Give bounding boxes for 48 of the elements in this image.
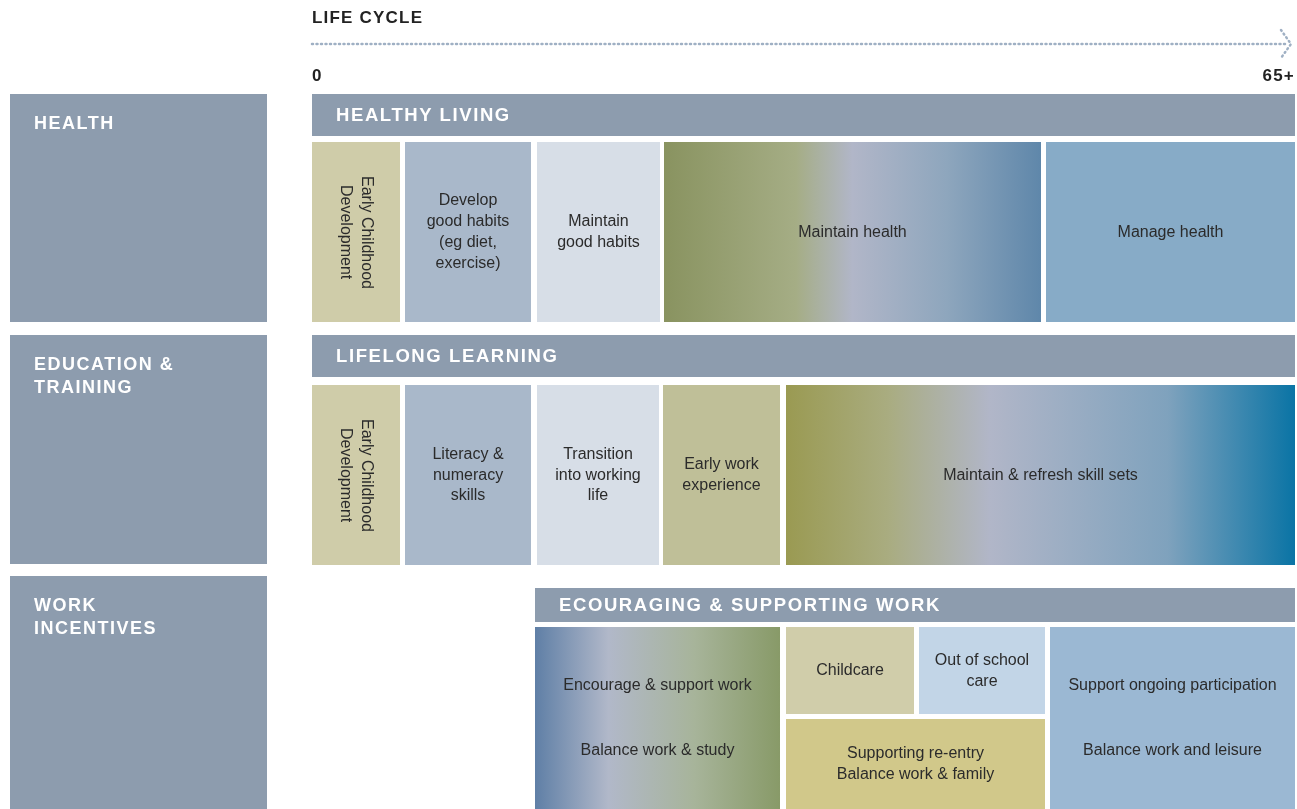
stage-box (537, 142, 660, 322)
stage-box (786, 385, 1295, 565)
stage-text: Develop good habits (eg diet, exercise) (425, 190, 511, 273)
band-header (312, 94, 1295, 136)
band-title: LIFELONG LEARNING (336, 343, 559, 368)
row-label-panel (10, 94, 267, 322)
stage-text: Balance work & family (836, 764, 995, 784)
row-label: EDUCATION & TRAINING (34, 353, 176, 398)
band-header (312, 335, 1295, 377)
stage-box (405, 385, 531, 565)
stage-text: Childcare (816, 660, 884, 681)
stage-box (535, 627, 780, 809)
band-header (535, 588, 1295, 622)
axis-title: LIFE CYCLE (312, 8, 424, 28)
stage-box (1050, 627, 1295, 809)
stage-text: Literacy & numeracy skills (431, 443, 505, 506)
stage-box (663, 385, 780, 565)
stage-text: Maintain good habits (556, 211, 641, 252)
stage-text: Supporting re-entry (847, 743, 984, 764)
stage-text: Balance work and leisure (1083, 740, 1262, 761)
stage-text: Early Childhood Development (337, 174, 377, 291)
stage-box (537, 385, 659, 565)
stage-box (405, 142, 531, 322)
stage-box (786, 719, 1045, 809)
row-label: WORK INCENTIVES (34, 594, 159, 639)
stage-text: Manage health (1117, 221, 1224, 242)
stage-text: Early work experience (681, 454, 762, 495)
axis-tick-label: 65+ (1262, 66, 1295, 86)
stage-box (919, 627, 1045, 714)
stage-text: Maintain health (798, 221, 907, 242)
stage-text: Transition into working life (554, 443, 642, 506)
band-title: ECOURAGING & SUPPORTING WORK (559, 592, 941, 617)
stage-text: Out of school care (933, 649, 1031, 691)
row-label-panel (10, 576, 267, 809)
stage-text: Early Childhood Development (337, 417, 377, 534)
stage-box (312, 385, 400, 565)
stage-text: Support ongoing participation (1068, 675, 1277, 696)
stage-box (786, 627, 914, 714)
stage-text: Balance work & study (580, 740, 735, 761)
stage-box (1046, 142, 1295, 322)
row-label: HEALTH (34, 112, 115, 135)
band-title: HEALTHY LIVING (336, 102, 511, 127)
stage-text: Encourage & support work (563, 675, 752, 696)
stage-box (312, 142, 400, 322)
axis-tick-label: 0 (312, 66, 323, 86)
stage-text: Maintain & refresh skill sets (943, 464, 1138, 485)
stage-box (664, 142, 1041, 322)
row-label-panel (10, 335, 267, 564)
